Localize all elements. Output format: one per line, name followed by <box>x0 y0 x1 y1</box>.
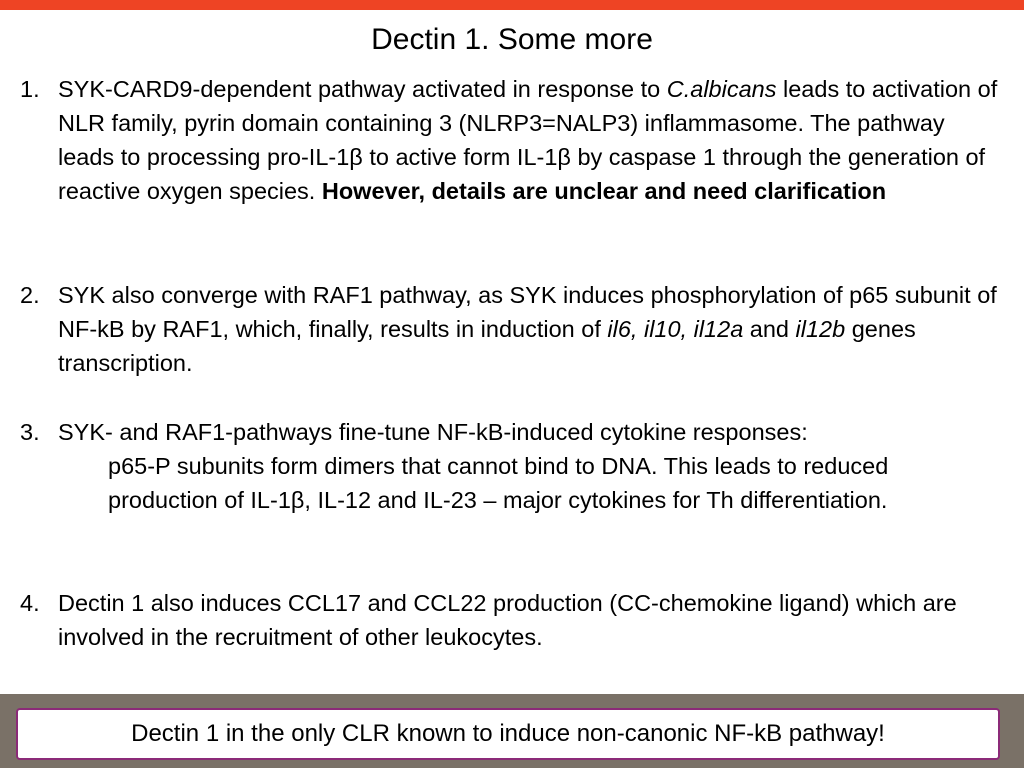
list-item: 4. Dectin 1 also induces CCL17 and CCL22… <box>20 586 1000 654</box>
italic-text: C.albicans <box>666 76 777 102</box>
item-subtext: p65-P subunits form dimers that cannot b… <box>108 453 889 513</box>
item-number: 3. <box>20 419 40 445</box>
list-item: 1. SYK-CARD9-dependent pathway activated… <box>20 72 1000 208</box>
note-box: Dectin 1 in the only CLR known to induce… <box>16 708 1000 760</box>
slide-title: Dectin 1. Some more <box>371 23 653 56</box>
bold-text: However, details are unclear and need cl… <box>321 178 887 204</box>
item-text: SYK also converge with RAF1 pathway, as … <box>58 282 997 376</box>
italic-text: il6, il10, il12a <box>607 316 744 342</box>
italic-text: il12b <box>795 316 846 342</box>
top-accent-bar <box>0 0 1024 10</box>
item-number: 1. <box>20 76 40 102</box>
note-text: Dectin 1 in the only CLR known to induce… <box>131 720 885 747</box>
list-item: 3. SYK- and RAF1-pathways fine-tune NF-k… <box>20 415 1000 517</box>
item-text: Dectin 1 also induces CCL17 and CCL22 pr… <box>58 590 957 650</box>
item-text: SYK- and RAF1-pathways fine-tune NF-kB-i… <box>58 419 808 445</box>
list-item: 2. SYK also converge with RAF1 pathway, … <box>20 278 1000 380</box>
item-text: SYK-CARD9-dependent pathway activated in… <box>58 76 998 204</box>
item-number: 2. <box>20 282 40 308</box>
item-number: 4. <box>20 590 40 616</box>
